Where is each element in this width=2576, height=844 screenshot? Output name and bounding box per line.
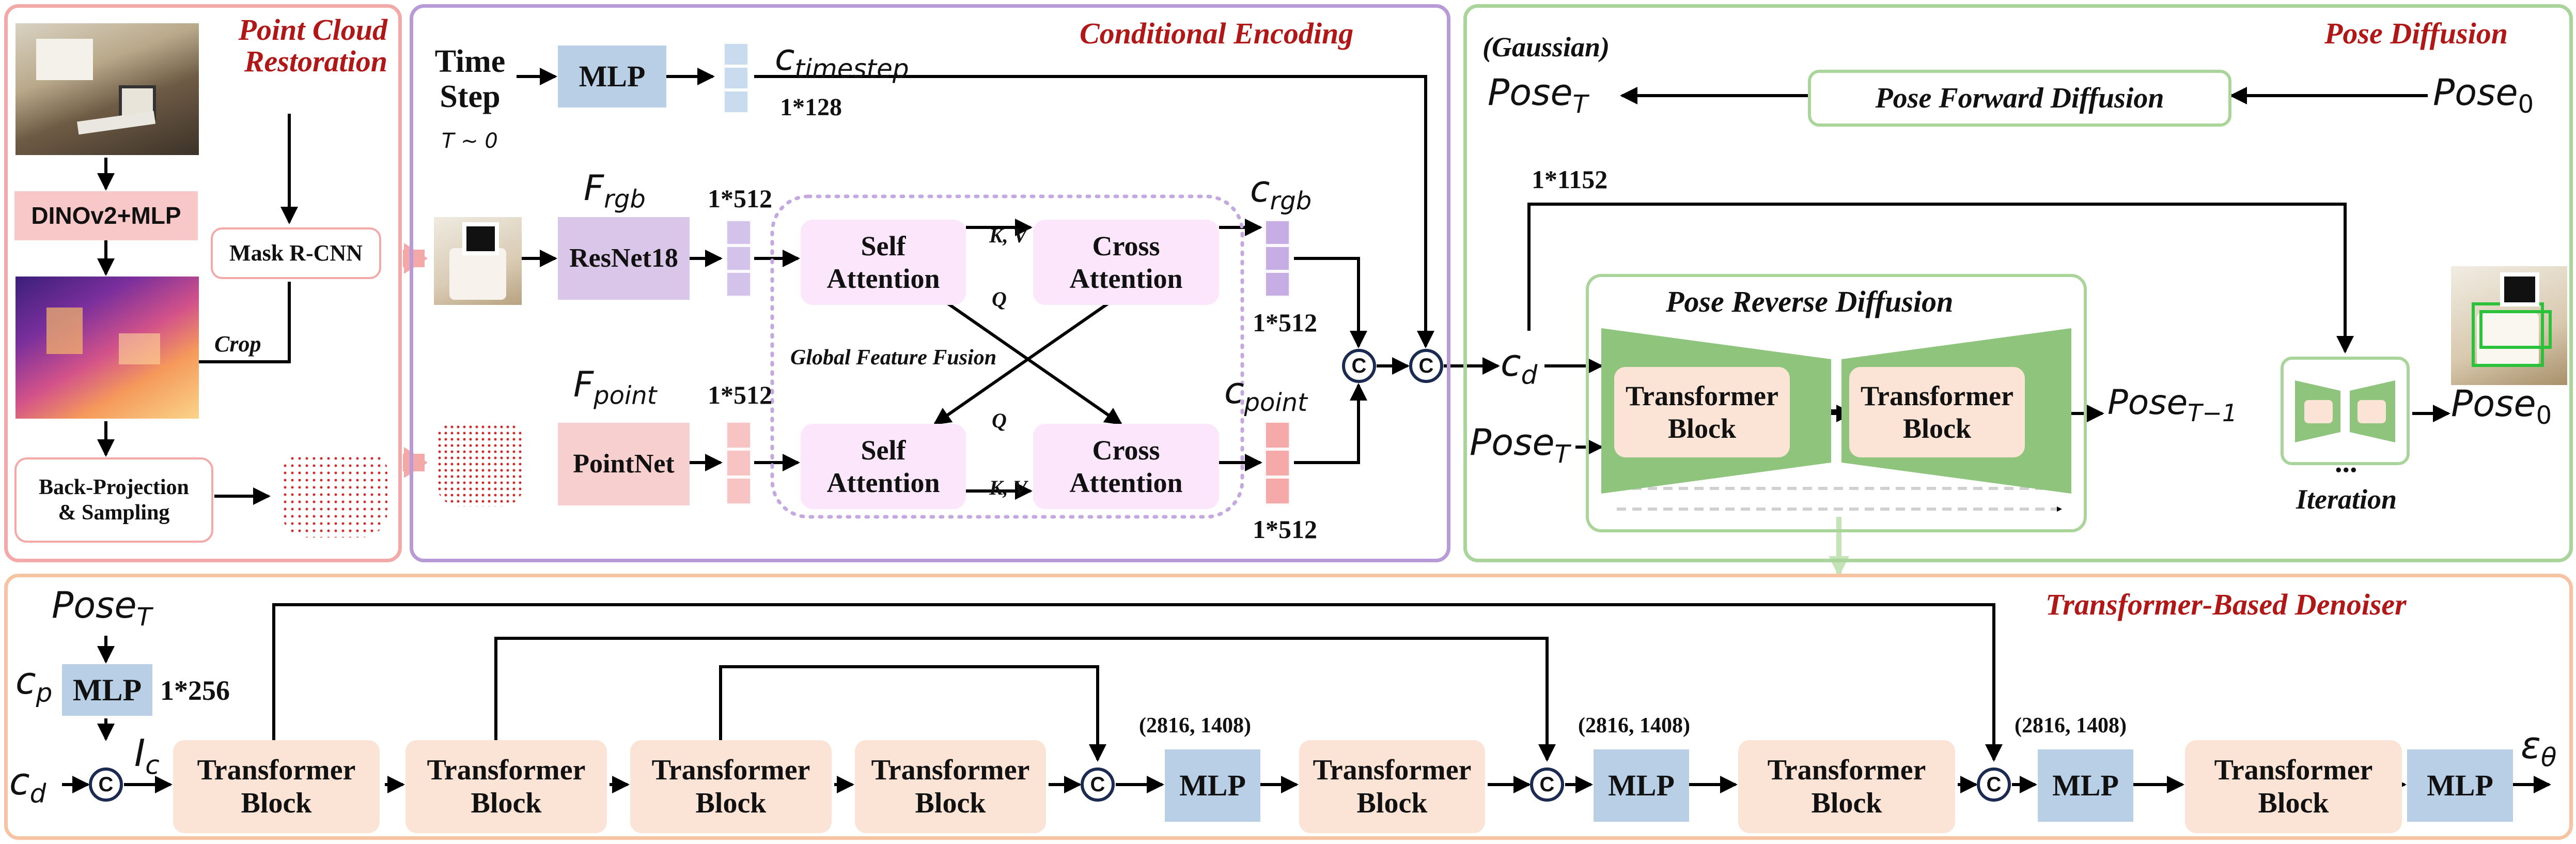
- cross-attention-point: Cross Attention: [1033, 424, 1219, 509]
- timestep-dim-label: 1*128: [780, 94, 842, 121]
- pose-0-output: Pose0: [2451, 382, 2552, 430]
- kv-bottom-label: K, V: [989, 476, 1027, 499]
- rgb-crop-image: [434, 217, 522, 305]
- reverse-transformer-block-right: Transformer Block: [1849, 367, 2025, 457]
- pose-T-input: PoseT: [1470, 421, 1570, 469]
- timestep-mlp: MLP: [558, 45, 666, 108]
- kv-top-label: K, V: [989, 224, 1027, 247]
- cross-attention-rgb: Cross Attention: [1033, 220, 1219, 305]
- denoiser-title: Transformer-Based Denoiser: [2046, 588, 2407, 621]
- f-rgb-label: Frgb: [584, 168, 646, 214]
- point-feature-token: [726, 421, 752, 505]
- global-fusion-label: Global Feature Fusion: [790, 346, 997, 370]
- depth-map-image: [15, 277, 199, 419]
- rgb-feature-token: [726, 220, 752, 297]
- denoiser-transformer-block-1: Transformer Block: [173, 740, 380, 833]
- cd-label: cd: [1501, 341, 1538, 390]
- denoiser-epsilon-output: εθ: [2521, 724, 2557, 773]
- self-attention-point: Self Attention: [801, 424, 966, 509]
- denoiser-shape-1: (2816, 1408): [1139, 714, 1251, 738]
- restored-point-cloud: [282, 455, 387, 538]
- reverse-diffusion-title: Pose Reverse Diffusion: [1666, 285, 1954, 318]
- denoiser-concat-input: C: [89, 768, 123, 802]
- pointnet-box: PointNet: [558, 423, 690, 505]
- rgb-scene-image: [15, 23, 199, 155]
- restoration-title: Point Cloud Restoration: [238, 13, 387, 78]
- denoiser-concat-2: C: [1530, 768, 1564, 802]
- q-bottom-label: Q: [992, 409, 1007, 432]
- denoiser-pose-T: PoseT: [52, 584, 152, 632]
- point-out-dim-label: 1*512: [1253, 515, 1317, 544]
- point-in-dim-label: 1*512: [708, 380, 772, 409]
- denoiser-concat-1: C: [1081, 768, 1115, 802]
- iteration-label: Iteration: [2296, 484, 2397, 515]
- c-timestep-label: ctimestep: [775, 36, 909, 84]
- conditional-encoding-panel: [410, 4, 1450, 562]
- timestep-label: Time Step: [434, 44, 506, 115]
- self-attention-rgb: Self Attention: [801, 220, 966, 305]
- denoiser-mlp-4: MLP: [2407, 749, 2513, 822]
- q-top-label: Q: [992, 287, 1007, 311]
- denoiser-mlp-3: MLP: [2038, 749, 2133, 822]
- denoiser-shape-2: (2816, 1408): [1578, 714, 1690, 738]
- pose-T-minus-1: PoseT−1: [2107, 382, 2238, 427]
- timestep-range: T ~ 0: [442, 129, 498, 153]
- denoiser-ic: Ic: [134, 731, 160, 780]
- rgb-out-dim-label: 1*512: [1253, 308, 1317, 337]
- denoiser-mlp-1: MLP: [1165, 749, 1260, 822]
- diffusion-title: Pose Diffusion: [2324, 17, 2508, 50]
- estimated-pose-image: [2451, 266, 2567, 385]
- denoiser-mlp-2: MLP: [1594, 749, 1689, 822]
- iteration-box: [2281, 357, 2410, 465]
- resnet18-box: ResNet18: [558, 217, 690, 300]
- denoiser-cp: cp: [15, 659, 53, 708]
- cd-dim-label: 1*1152: [1532, 165, 1608, 194]
- rgb-in-dim-label: 1*512: [708, 184, 772, 213]
- reverse-transformer-block-left: Transformer Block: [1614, 367, 1790, 457]
- denoiser-concat-3: C: [1977, 768, 2011, 802]
- c-rgb-token: [1264, 220, 1290, 297]
- dinov2-mlp-box: DINOv2+MLP: [14, 191, 198, 240]
- concat-node-timestep: C: [1409, 349, 1443, 383]
- denoiser-pose-mlp: MLP: [62, 664, 152, 716]
- c-point-label: cpoint: [1224, 370, 1307, 417]
- denoiser-transformer-block-2: Transformer Block: [405, 740, 607, 833]
- encoding-title: Conditional Encoding: [1080, 17, 1354, 50]
- denoiser-shape-3: (2816, 1408): [2015, 714, 2127, 738]
- f-point-label: Fpoint: [573, 364, 657, 410]
- concat-node-features: C: [1342, 349, 1376, 383]
- point-cloud-restoration-panel: [4, 4, 402, 562]
- point-cloud-input: [436, 424, 524, 507]
- c-point-token: [1264, 421, 1290, 505]
- crop-label: Crop: [214, 331, 261, 357]
- denoiser-cd: cd: [9, 760, 46, 809]
- denoiser-transformer-block-4: Transformer Block: [855, 740, 1046, 833]
- denoiser-transformer-block-7: Transformer Block: [2185, 740, 2402, 833]
- pose-0-input: Pose0: [2433, 71, 2534, 119]
- pose-reverse-diffusion-box: [1586, 274, 2087, 532]
- denoiser-transformer-block-6: Transformer Block: [1738, 740, 1955, 833]
- pose-diffusion-panel: [1463, 4, 2573, 562]
- denoiser-transformer-block-5: Transformer Block: [1299, 740, 1485, 833]
- pose-forward-diffusion-box: Pose Forward Diffusion: [1808, 70, 2231, 127]
- pose-T-output: PoseT: [1488, 71, 1588, 119]
- denoiser-dim-label: 1*256: [160, 675, 230, 706]
- gaussian-label: (Gaussian): [1482, 32, 1610, 63]
- iteration-dots: ...: [2335, 445, 2358, 479]
- timestep-embedding-token: [723, 42, 749, 114]
- denoiser-transformer-block-3: Transformer Block: [630, 740, 832, 833]
- back-projection-box: Back-Projection & Sampling: [14, 457, 213, 543]
- c-rgb-label: crgb: [1250, 168, 1312, 216]
- mask-rcnn-box: Mask R-CNN: [211, 227, 381, 279]
- transformer-denoiser-panel: [4, 574, 2573, 840]
